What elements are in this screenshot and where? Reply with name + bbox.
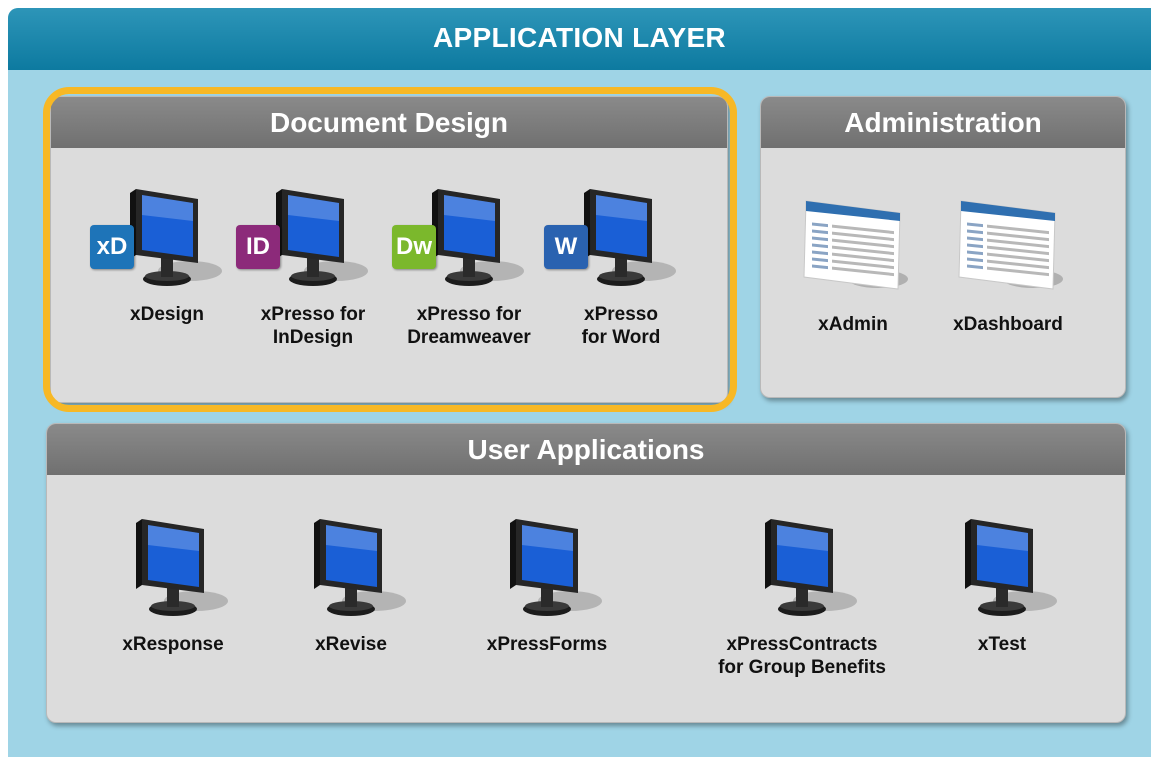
app-item[interactable]: xDashboard — [923, 193, 1093, 336]
app-badge-icon: Dw — [392, 225, 436, 269]
app-label: xPresso for InDesign — [260, 304, 366, 348]
app-icon: Dw — [384, 183, 554, 303]
administration-panel: Administration xAdmin xDashboard — [760, 96, 1126, 398]
app-label: xDesign — [130, 304, 204, 325]
app-label: xAdmin — [818, 314, 888, 335]
app-icon — [917, 513, 1087, 633]
app-item[interactable]: ID xPresso for InDesign — [228, 183, 398, 349]
app-label: xPresso for Dreamweaver — [407, 304, 531, 348]
app-item[interactable]: xPressForms — [462, 513, 632, 656]
document-design-panel: Document Design xD xDesign ID xPresso for I… — [50, 96, 728, 403]
app-icon — [717, 513, 887, 633]
app-label: xTest — [977, 634, 1027, 655]
monitor-icon — [965, 519, 1057, 616]
app-badge-icon: ID — [236, 225, 280, 269]
application-layer-title: APPLICATION LAYER — [8, 8, 1151, 70]
administration-title: Administration — [761, 97, 1125, 148]
user-applications-panel: User Applications xResponse xRevise xPress… — [46, 423, 1126, 723]
dashboard-page-icon — [803, 200, 908, 290]
app-item[interactable]: xAdmin — [768, 193, 938, 336]
app-icon — [266, 513, 436, 633]
app-badge-icon: xD — [90, 225, 134, 269]
monitor-icon — [314, 519, 406, 616]
user-applications-title: User Applications — [47, 424, 1125, 475]
app-icon — [88, 513, 258, 633]
monitor-icon — [765, 519, 857, 616]
app-label: xResponse — [122, 634, 224, 655]
monitor-icon — [432, 189, 524, 286]
dashboard-page-icon — [958, 200, 1063, 290]
app-item[interactable]: Dw xPresso for Dreamweaver — [384, 183, 554, 349]
app-icon: ID — [228, 183, 398, 303]
app-label: xPresso for Word — [581, 304, 661, 348]
application-layer: APPLICATION LAYER Document Design xD xDes… — [8, 8, 1151, 757]
app-label: xDashboard — [953, 314, 1063, 335]
monitor-icon — [510, 519, 602, 616]
app-label: xRevise — [315, 634, 387, 655]
app-label: xPressForms — [486, 634, 608, 655]
monitor-icon — [276, 189, 368, 286]
monitor-icon — [584, 189, 676, 286]
app-item[interactable]: xPressContracts for Group Benefits — [717, 513, 887, 679]
app-item[interactable]: xTest — [917, 513, 1087, 656]
monitor-icon — [136, 519, 228, 616]
app-icon — [923, 193, 1093, 313]
app-icon: W — [536, 183, 706, 303]
document-design-title: Document Design — [51, 97, 727, 148]
app-item[interactable]: xRevise — [266, 513, 436, 656]
app-item[interactable]: xD xDesign — [82, 183, 252, 326]
app-badge-icon: W — [544, 225, 588, 269]
document-design-highlight — [43, 87, 737, 412]
app-label: xPressContracts for Group Benefits — [718, 634, 886, 678]
monitor-icon — [130, 189, 222, 286]
app-item[interactable]: xResponse — [88, 513, 258, 656]
app-icon — [462, 513, 632, 633]
app-icon: xD — [82, 183, 252, 303]
app-icon — [768, 193, 938, 313]
